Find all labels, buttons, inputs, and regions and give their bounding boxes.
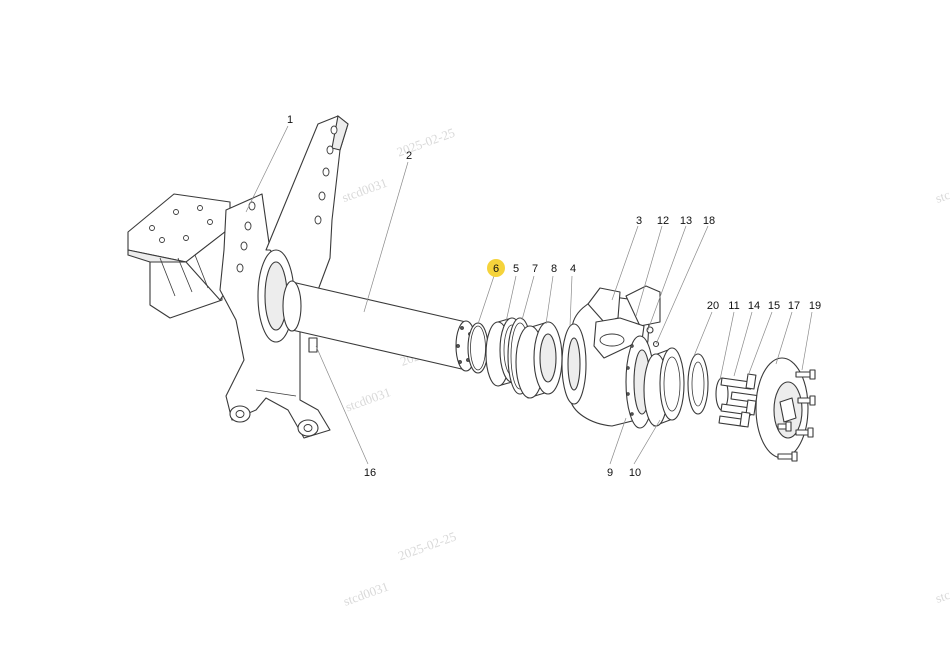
frame-bracket-part[interactable]	[127, 114, 349, 439]
bearing-part[interactable]	[515, 321, 563, 399]
callout-6[interactable]: 6	[493, 263, 499, 275]
callout-10[interactable]: 10	[629, 467, 641, 479]
watermark-date: 2025-02-25	[396, 528, 458, 563]
callout-13[interactable]: 13	[680, 215, 692, 227]
watermark-user: stcd0031	[341, 579, 390, 609]
callout-4[interactable]: 4	[570, 263, 576, 275]
callout-3[interactable]: 3	[636, 215, 642, 227]
watermark-user: stcd0031	[933, 176, 950, 206]
callout-1[interactable]: 1	[287, 114, 293, 126]
callout-7[interactable]: 7	[532, 263, 538, 275]
cap-screws-part[interactable]	[777, 369, 816, 462]
callout-9[interactable]: 9	[607, 467, 613, 479]
hub-housing-part[interactable]	[561, 285, 661, 429]
watermark-user: stcd0031	[933, 576, 950, 606]
callout-8[interactable]: 8	[551, 263, 557, 275]
watermark-date: 2025-02-25	[395, 125, 457, 160]
axle-tube-part[interactable]	[282, 280, 477, 372]
highlight-marker	[487, 259, 505, 277]
callout-5[interactable]: 5	[513, 263, 519, 275]
leader-lines	[245, 125, 813, 465]
watermark-user: stcd0031	[343, 384, 392, 414]
callout-15[interactable]: 15	[768, 300, 780, 312]
hub-seal-part[interactable]	[643, 347, 685, 427]
watermark-user: stcd0031	[340, 175, 389, 205]
callout-18[interactable]: 18	[703, 215, 715, 227]
callout-11[interactable]: 11	[728, 300, 739, 312]
callout-14[interactable]: 14	[748, 300, 760, 312]
callout-2[interactable]: 2	[406, 150, 412, 162]
spacer-disc-part[interactable]	[687, 353, 709, 415]
hub-cap-part[interactable]	[755, 357, 809, 459]
callout-17[interactable]: 17	[788, 300, 800, 312]
callouts: 1 2 3 12 13 18 6 5 7 8 4 20 11 14 15 17 …	[287, 114, 821, 479]
o-ring-part[interactable]	[467, 322, 489, 374]
callout-16[interactable]: 16	[364, 467, 376, 479]
callout-12[interactable]: 12	[657, 215, 669, 227]
callout-20[interactable]: 20	[707, 300, 719, 312]
callout-19[interactable]: 19	[809, 300, 821, 312]
